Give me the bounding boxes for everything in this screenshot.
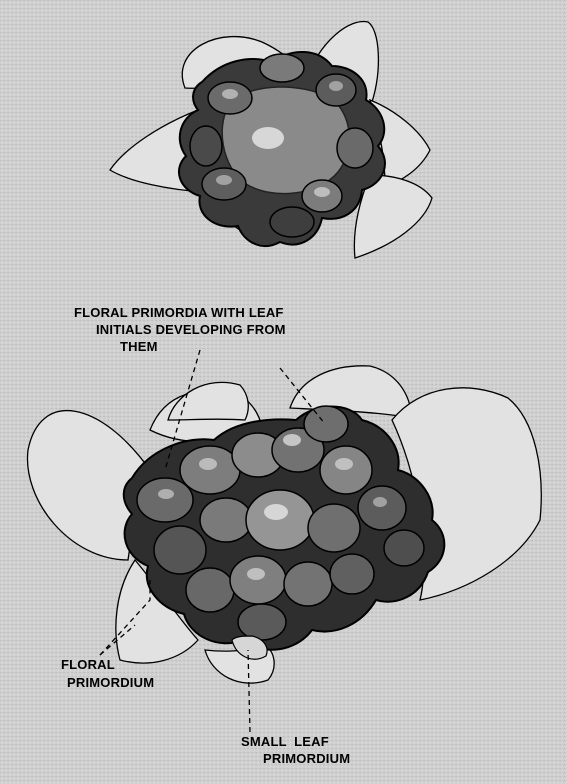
label-small-leaf-line1: SMALL LEAF xyxy=(241,734,329,749)
floral-primordium-lobe xyxy=(238,604,286,640)
floral-primordium-lobe xyxy=(180,446,240,494)
floral-primordium-lobe xyxy=(154,526,206,574)
lobe-highlight xyxy=(199,458,217,470)
floral-primordium-lobe xyxy=(330,554,374,594)
lobe-highlight xyxy=(335,458,353,470)
lobe-highlight xyxy=(283,434,301,446)
floral-primordium-lobe xyxy=(246,490,314,550)
top-lobe-highlight xyxy=(329,81,343,91)
floral-primordium-lobe xyxy=(304,406,348,442)
floral-primordium-lobe xyxy=(358,486,406,530)
top-lobe xyxy=(337,128,373,168)
lobe-highlight xyxy=(264,504,288,520)
label-floral-primordia-line3: THEM xyxy=(120,339,158,354)
top-lobe xyxy=(270,207,314,237)
label-floral-primordium-line2: PRIMORDIUM xyxy=(67,675,154,690)
label-small-leaf-line2: PRIMORDIUM xyxy=(263,751,350,766)
top-lobe-highlight xyxy=(314,187,330,197)
floral-primordium-lobe xyxy=(137,478,193,522)
top-dome-highlight xyxy=(252,127,284,149)
top-lobe-highlight xyxy=(222,89,238,99)
floral-primordium-lobe xyxy=(384,530,424,566)
floral-primordium-lobe xyxy=(308,504,360,552)
label-floral-primordium-line1: FLORAL xyxy=(61,657,115,672)
top-lobe xyxy=(190,126,222,166)
lobe-highlight xyxy=(247,568,265,580)
label-floral-primordia-line2: INITIALS DEVELOPING FROM xyxy=(96,322,286,337)
floral-primordium-lobe xyxy=(284,562,332,606)
top-lobe-highlight xyxy=(216,175,232,185)
floral-primordium-lobe xyxy=(230,556,286,604)
lobe-highlight xyxy=(373,497,387,507)
label-floral-primordia-line1: FLORAL PRIMORDIA WITH LEAF xyxy=(74,305,284,320)
floral-primordium-lobe xyxy=(320,446,372,494)
floral-primordium-lobe xyxy=(186,568,234,612)
lobe-highlight xyxy=(158,489,174,499)
top-lobe xyxy=(260,54,304,82)
floral-primordium-lobe xyxy=(200,498,252,542)
